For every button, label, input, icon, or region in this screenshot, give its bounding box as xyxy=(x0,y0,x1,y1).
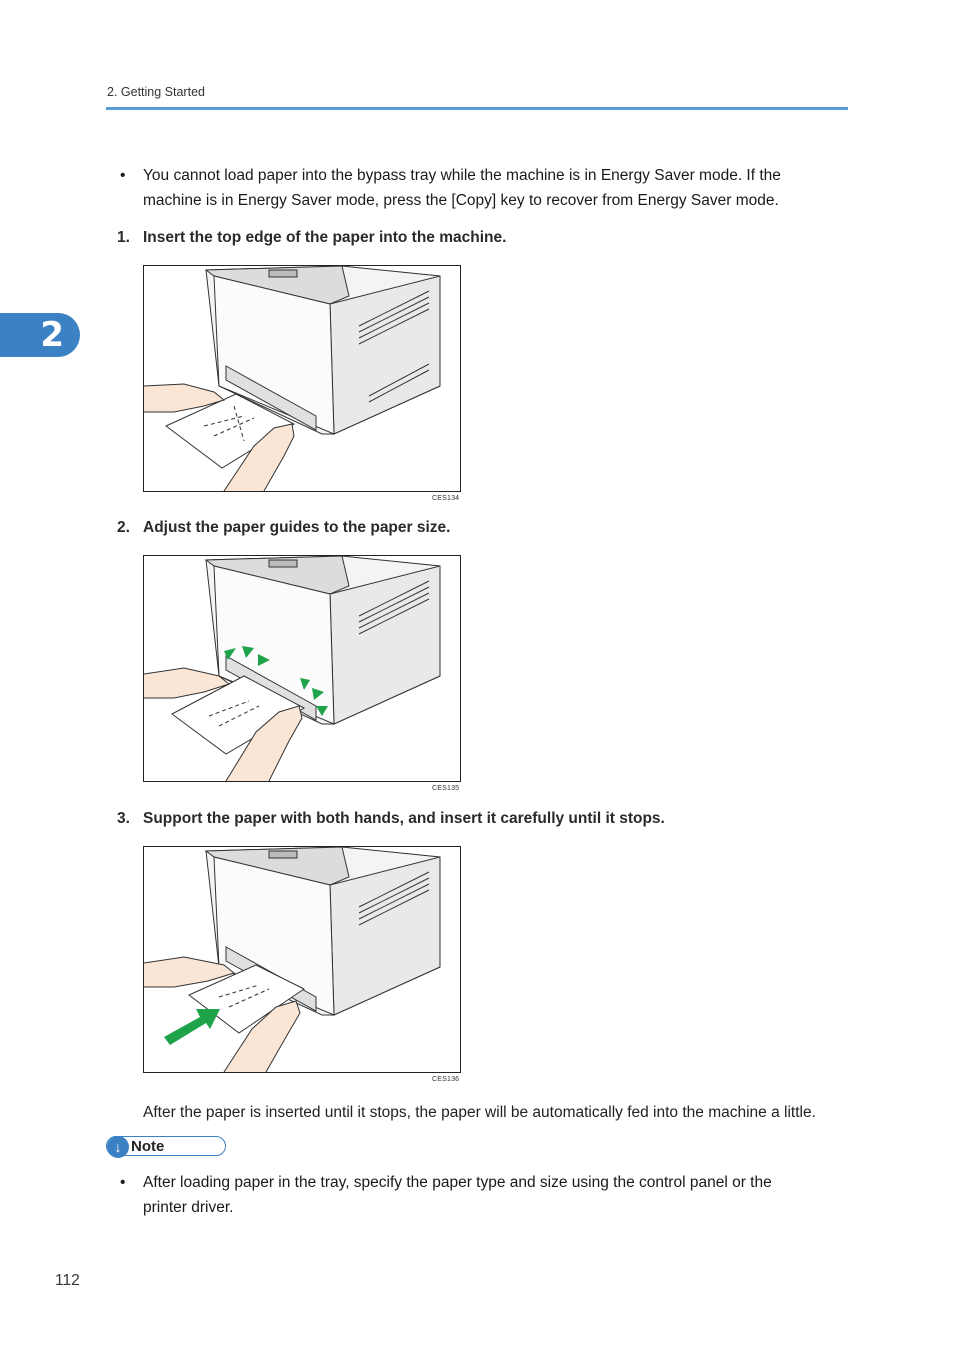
step-text: Support the paper with both hands, and i… xyxy=(143,810,665,827)
down-arrow-circle-icon: ↓ xyxy=(107,1136,129,1158)
intro-bullet: • You cannot load paper into the bypass … xyxy=(120,163,820,213)
step-2: 2. Adjust the paper guides to the paper s… xyxy=(117,519,450,537)
note-badge: ↓ Note xyxy=(106,1136,226,1158)
figure-code: CES135 xyxy=(432,785,460,792)
step-number: 3. xyxy=(117,810,130,827)
step-number: 1. xyxy=(117,229,130,246)
bullet-marker: • xyxy=(120,167,126,184)
intro-bullet-line-1: You cannot load paper into the bypass tr… xyxy=(143,167,781,184)
after-step-paragraph: After the paper is inserted until it sto… xyxy=(143,1104,816,1121)
bullet-marker: • xyxy=(120,1174,126,1191)
figure-code: CES134 xyxy=(432,495,460,502)
guide-arrows xyxy=(224,646,328,716)
note-bullet-line-1: After loading paper in the tray, specify… xyxy=(143,1174,772,1191)
step-text: Adjust the paper guides to the paper siz… xyxy=(143,519,451,536)
printer-illustration xyxy=(144,556,441,781)
intro-bullet-line-2: machine is in Energy Saver mode, press t… xyxy=(143,192,779,209)
note-bullet: • After loading paper in the tray, speci… xyxy=(120,1170,820,1220)
figure-insert-paper xyxy=(143,265,461,492)
step-1: 1. Insert the top edge of the paper into … xyxy=(117,229,506,247)
running-header: 2. Getting Started xyxy=(107,85,205,99)
figure-support-paper xyxy=(143,846,461,1073)
printer-illustration xyxy=(144,847,441,1072)
step-number: 2. xyxy=(117,519,130,536)
note-label: Note xyxy=(131,1138,165,1155)
insert-arrow xyxy=(164,1009,220,1045)
figure-adjust-guides xyxy=(143,555,461,782)
step-text: Insert the top edge of the paper into th… xyxy=(143,229,507,246)
step-3: 3. Support the paper with both hands, and… xyxy=(117,810,665,828)
header-rule xyxy=(106,107,848,110)
chapter-tab[interactable]: 2 xyxy=(0,313,80,357)
page-number: 112 xyxy=(55,1272,80,1289)
note-bullet-line-2: printer driver. xyxy=(143,1199,234,1216)
printer-illustration xyxy=(144,266,441,491)
figure-code: CES136 xyxy=(432,1076,460,1083)
